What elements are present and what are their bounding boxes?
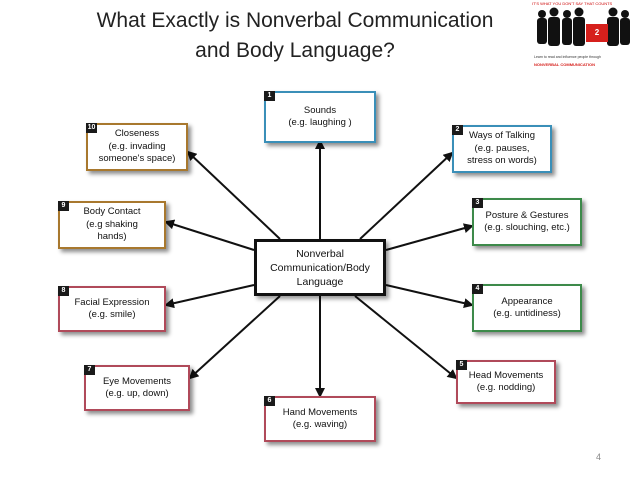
center-line-1: Nonverbal: [296, 247, 344, 260]
box-example: (e.g. up, down): [105, 388, 169, 399]
arrow-to-appearance: [385, 284, 474, 309]
logo-badge: 2: [586, 24, 608, 42]
box-number: 2: [452, 125, 463, 135]
box-example-cont: hands): [97, 231, 127, 243]
box-example: (e.g. nodding): [476, 382, 536, 393]
center-line-3: Language: [296, 275, 344, 288]
box-number: 10: [86, 123, 97, 133]
box-posture-gestures: 3 Posture & Gestures (e.g. slouching, et…: [472, 198, 582, 246]
box-example: (e.g. invading: [108, 140, 166, 152]
logo-tagline: IT'S WHAT YOU DON'T SAY THAT COUNTS: [532, 1, 613, 6]
logo-caption: Learn to read and influence people throu…: [534, 55, 601, 59]
box-label: Appearance: [501, 295, 553, 307]
box-example: (e.g. untidiness): [493, 308, 561, 319]
box-closeness: 10 Closeness (e.g. invading someone's sp…: [86, 123, 188, 171]
arrow-to-posture: [385, 223, 474, 251]
slide-title: What Exactly is Nonverbal Communication …: [60, 6, 530, 66]
box-label: Posture & Gestures: [485, 209, 569, 221]
book-cover-logo: IT'S WHAT YOU DON'T SAY THAT COUNTS 2 Le…: [528, 0, 636, 76]
logo-caption-brand: NONVERBAL COMMUNICATION: [534, 62, 595, 67]
arrow-to-ways-of-talking: [359, 151, 454, 240]
box-number: 3: [472, 198, 483, 208]
box-label: Eye Movements: [102, 375, 172, 387]
box-sounds: 1 Sounds (e.g. laughing ): [264, 91, 376, 143]
box-example: (e.g shaking: [86, 218, 138, 230]
box-label: Facial Expression: [74, 296, 150, 308]
box-facial-expression: 8 Facial Expression (e.g. smile): [58, 286, 166, 332]
arrow-to-closeness: [186, 150, 281, 240]
box-example: (e.g. pauses,: [474, 142, 530, 154]
box-label: Body Contact: [83, 206, 141, 218]
box-example-cont: someone's space): [98, 153, 176, 165]
center-line-2: Communication/Body: [270, 261, 370, 274]
box-number: 7: [84, 365, 95, 375]
box-example: (e.g. smile): [88, 309, 136, 320]
box-example-cont: stress on words): [467, 155, 537, 167]
box-label: Ways of Talking: [469, 130, 535, 142]
box-hand-movements: 6 Hand Movements (e.g. waving): [264, 396, 376, 442]
box-eye-movements: 7 Eye Movements (e.g. up, down): [84, 365, 190, 411]
box-number: 6: [264, 396, 275, 406]
title-line-1: What Exactly is Nonverbal Communication: [96, 9, 494, 32]
box-ways-of-talking: 2 Ways of Talking (e.g. pauses, stress o…: [452, 125, 552, 173]
arrow-to-eye-movements: [188, 295, 281, 380]
box-number: 8: [58, 286, 69, 296]
box-example: (e.g. slouching, etc.): [484, 222, 570, 233]
box-example: (e.g. laughing ): [288, 117, 352, 128]
silhouettes-icon: [537, 7, 630, 46]
box-number: 5: [456, 360, 467, 370]
center-concept-box: Nonverbal Communication/Body Language: [254, 239, 386, 296]
arrow-to-body-contact: [164, 219, 255, 251]
box-label: Sounds: [303, 104, 337, 116]
box-head-movements: 5 Head Movements (e.g. nodding): [456, 360, 556, 404]
box-example: (e.g. waving): [292, 419, 348, 430]
title-line-2: and Body Language?: [195, 39, 395, 62]
arrow-to-head-movements: [354, 295, 458, 380]
arrow-to-facial-expression: [164, 284, 255, 309]
box-label: Head Movements: [468, 369, 544, 381]
box-appearance: 4 Appearance (e.g. untidiness): [472, 284, 582, 332]
box-body-contact: 9 Body Contact (e.g shaking hands): [58, 201, 166, 249]
box-label: Hand Movements: [282, 406, 358, 418]
box-number: 4: [472, 284, 483, 294]
page-number: 4: [596, 452, 602, 462]
box-label: Closeness: [114, 128, 160, 140]
box-number: 1: [264, 91, 275, 101]
box-number: 9: [58, 201, 69, 211]
